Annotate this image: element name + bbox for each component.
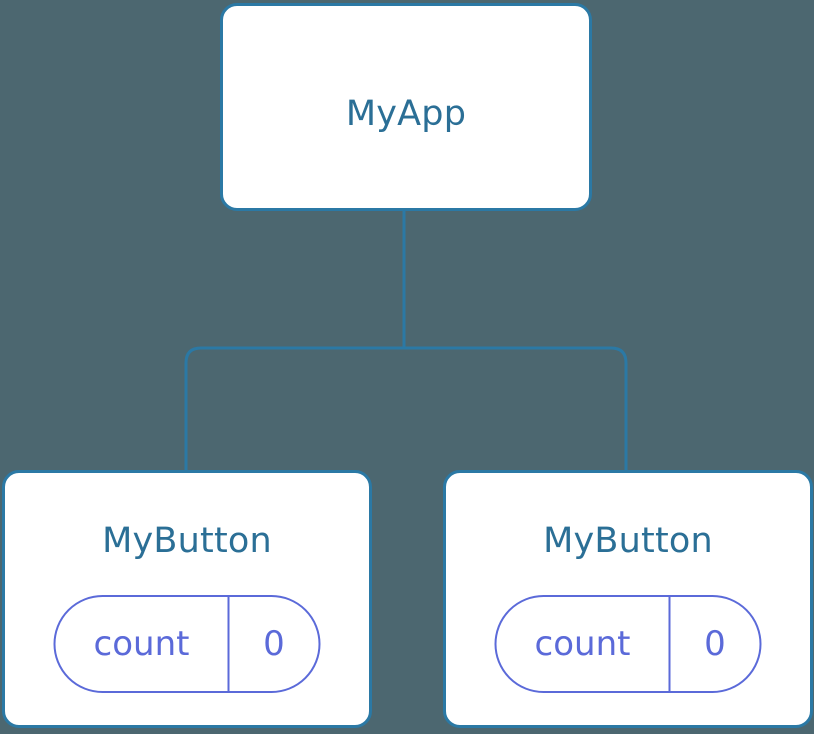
state-value-label-1: 0 <box>704 624 726 664</box>
state-key-label-1: count <box>534 624 631 664</box>
state-value-cell-0: 0 <box>230 597 319 691</box>
state-value-label-0: 0 <box>263 624 285 664</box>
node-myapp[interactable]: MyApp <box>220 3 592 211</box>
state-pill-0[interactable]: count 0 <box>53 595 321 693</box>
node-title-mybutton-1: MyButton <box>543 521 713 561</box>
state-value-cell-1: 0 <box>671 597 760 691</box>
state-pill-1[interactable]: count 0 <box>494 595 762 693</box>
state-key-label-0: count <box>93 624 190 664</box>
state-key-cell-1: count <box>497 597 671 691</box>
node-title-mybutton-0: MyButton <box>102 521 272 561</box>
edge-branch-bus <box>184 346 628 470</box>
node-mybutton-1[interactable]: MyButton count 0 <box>443 470 813 728</box>
node-mybutton-0[interactable]: MyButton count 0 <box>2 470 372 728</box>
state-key-cell-0: count <box>56 597 230 691</box>
node-title-myapp: MyApp <box>345 94 467 134</box>
